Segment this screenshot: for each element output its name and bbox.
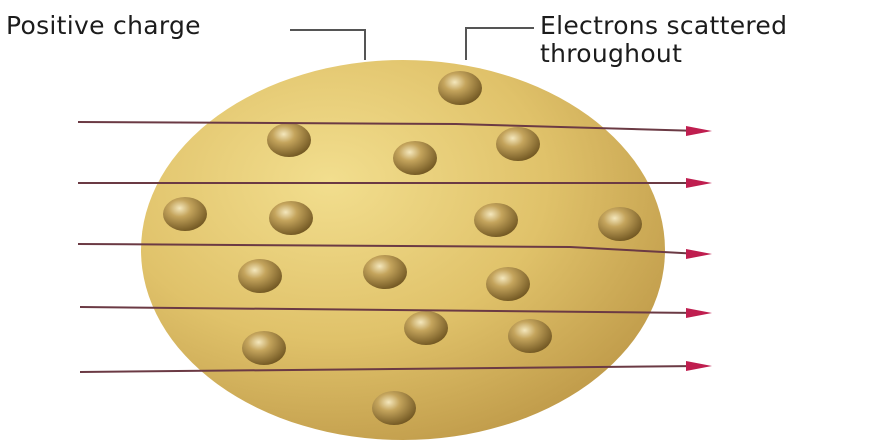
leader-lines [290,28,534,60]
electron [363,255,407,289]
arrowhead [686,308,712,318]
electron [238,259,282,293]
electrons-leader [466,28,534,60]
arrowhead [686,361,712,371]
electron [496,127,540,161]
electron [242,331,286,365]
electron [486,267,530,301]
electron [508,319,552,353]
electron [163,197,207,231]
arrowhead [686,126,712,136]
arrowhead [686,178,712,188]
electron [438,71,482,105]
arrowhead [686,249,712,259]
positive-charge-leader [290,30,365,60]
electron [372,391,416,425]
positive-charge-sphere [141,60,665,440]
electron [269,201,313,235]
electron [393,141,437,175]
electron [474,203,518,237]
arrowheads [686,126,712,371]
electron [598,207,642,241]
electron [404,311,448,345]
electron [267,123,311,157]
